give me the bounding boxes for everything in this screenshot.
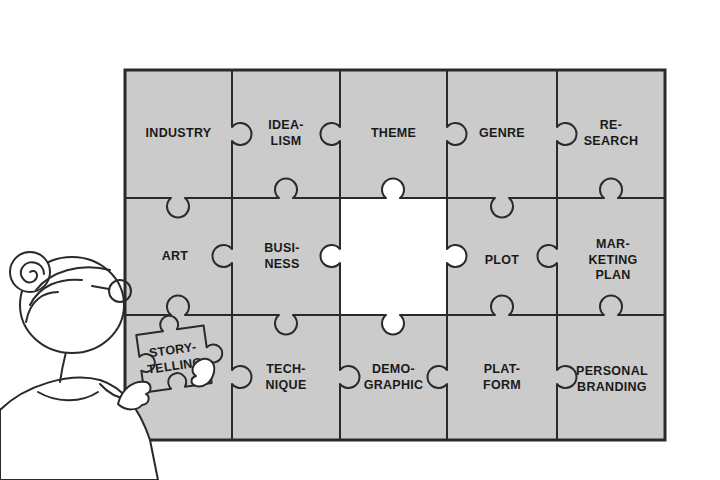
collar: [38, 392, 98, 400]
bun-spiral: [21, 262, 44, 282]
hair-bun: [10, 252, 50, 292]
puzzle-piece: INDUSTRY: [125, 70, 232, 198]
head: [20, 257, 124, 353]
puzzle-piece: IDEA- LISM: [232, 70, 340, 198]
seam: [125, 296, 665, 335]
missing-piece-hole: [321, 179, 467, 335]
glasses-arm: [92, 286, 109, 289]
puzzle-piece: PERSONAL BRANDING: [557, 315, 667, 445]
puzzle-piece: MAR- KETING PLAN: [557, 198, 669, 323]
piece-label: BUSI- NESS: [252, 241, 312, 272]
seam: [321, 70, 360, 440]
puzzle-piece: BUSI- NESS: [232, 198, 332, 315]
seam: [538, 70, 577, 440]
piece-label: INDUSTRY: [146, 126, 212, 142]
board-frame: [125, 70, 665, 440]
glasses: [109, 280, 131, 302]
piece-label: ART: [162, 249, 189, 265]
puzzle-piece: PLOT: [447, 198, 557, 323]
piece-shape: [134, 309, 226, 392]
puzzle-piece: RE- SEARCH: [557, 70, 665, 198]
seam: [125, 179, 665, 218]
puzzle-piece: ART: [125, 198, 225, 315]
piece-label: PLAT- FORM: [472, 362, 532, 393]
piece-label: THEME: [371, 126, 416, 142]
hair-line: [26, 292, 58, 322]
puzzle-piece: DEMO- GRAPHIC: [340, 315, 447, 440]
piece-label: RE- SEARCH: [581, 118, 641, 149]
piece-label: MAR- KETING PLAN: [583, 237, 643, 284]
piece-label: DEMO- GRAPHIC: [364, 362, 424, 393]
puzzle-piece: GENRE: [447, 70, 557, 198]
neck: [60, 352, 66, 382]
piece-label: PERSONAL BRANDING: [572, 364, 652, 395]
left-hand: [118, 382, 151, 410]
piece-label: TECH- NIQUE: [256, 362, 316, 393]
piece-label: GENRE: [479, 126, 525, 142]
seam: [213, 70, 252, 440]
puzzle-piece: PLAT- FORM: [447, 315, 557, 440]
piece-label: IDEA- LISM: [261, 118, 311, 149]
piece-label: PLOT: [485, 253, 520, 269]
puzzle-piece: THEME: [340, 70, 447, 198]
seam: [428, 70, 467, 440]
torso: [0, 378, 158, 480]
puzzle-piece: TECH- NIQUE: [232, 315, 340, 440]
piece-seams: [125, 70, 665, 440]
